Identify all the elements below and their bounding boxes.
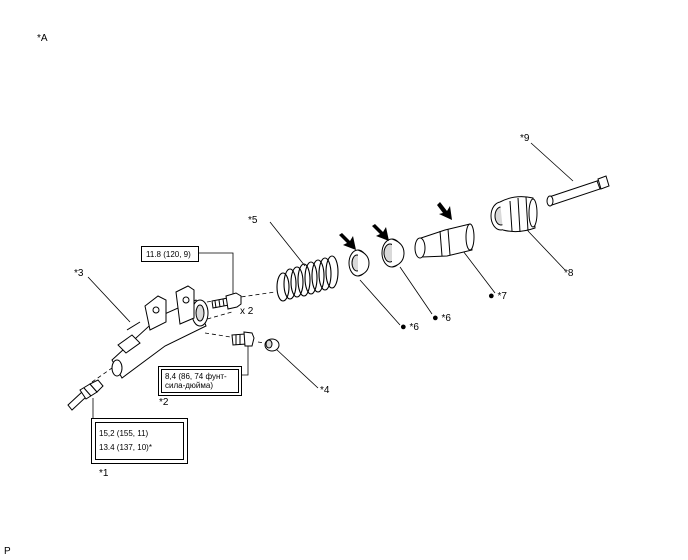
bleeder-torque-line-1: 8,4 (86, 74 фунт- <box>165 372 227 381</box>
compression-spring <box>276 255 339 302</box>
callout-3: *3 <box>74 268 84 279</box>
callout-7-row: ● *7 <box>488 290 507 303</box>
tube-and-union <box>67 379 104 411</box>
tube-torque-box: 15,2 (155, 11) 13.4 (137, 10)* <box>91 418 188 464</box>
piston-cup-1 <box>348 249 370 277</box>
tube-torque-inner: 15,2 (155, 11) 13.4 (137, 10)* <box>95 422 184 460</box>
push-rod <box>546 175 610 207</box>
mounting-bolt <box>211 292 242 310</box>
callout-6a: *6 <box>409 322 419 333</box>
bolt-torque-value: 11.8 (120, 9) <box>146 250 191 259</box>
reuse-dot-icon: ● <box>400 321 407 333</box>
callout-4: *4 <box>320 385 330 396</box>
release-cylinder-body <box>111 285 209 379</box>
callout-8: *8 <box>564 268 574 279</box>
reuse-dot-icon: ● <box>432 312 439 324</box>
callout-7: *7 <box>497 291 507 302</box>
callout-1: *1 <box>99 468 109 479</box>
bolt-quantity: x 2 <box>240 306 254 317</box>
reuse-dot-icon: ● <box>488 290 495 302</box>
tube-torque-line-1: 15,2 (155, 11) <box>99 429 149 438</box>
callout-6a-row: ● *6 <box>400 321 419 334</box>
bolt-torque-box: 11.8 (120, 9) <box>141 246 199 262</box>
boot <box>490 196 538 233</box>
bleeder-plug <box>231 331 255 347</box>
bleeder-torque-inner: 8,4 (86, 74 фунт- сила-дюйма) <box>161 369 239 393</box>
tube-torque-line-2: 13.4 (137, 10)* <box>99 443 152 452</box>
figure-corner-label: *A <box>37 33 48 44</box>
figure-footer-label: P <box>4 546 11 557</box>
callout-9: *9 <box>520 133 530 144</box>
bleeder-torque-box: 8,4 (86, 74 фунт- сила-дюйма) <box>158 366 242 396</box>
callout-5: *5 <box>248 215 258 226</box>
callout-6b-row: ● *6 <box>432 312 451 325</box>
callout-2: *2 <box>159 397 169 408</box>
bleeder-torque-line-2: сила-дюйма) <box>165 381 213 390</box>
piston <box>414 223 475 259</box>
apply-fluid-arrows <box>339 202 452 250</box>
piston-cup-2 <box>381 238 405 268</box>
bleeder-cap <box>264 338 280 352</box>
callout-6b: *6 <box>441 313 451 324</box>
